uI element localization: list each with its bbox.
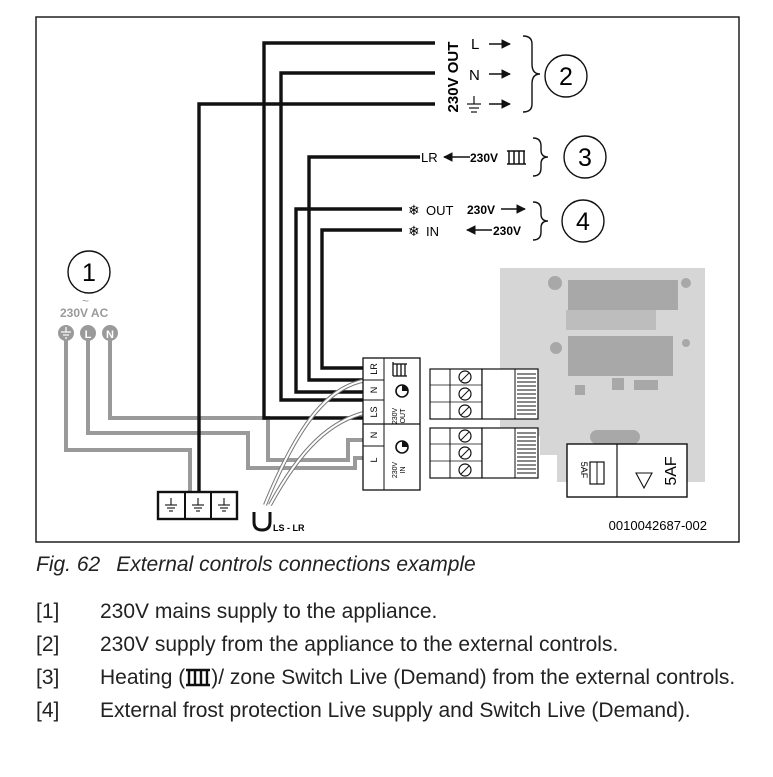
brace-3 xyxy=(532,137,549,177)
legend-item-2: [2] 230V supply from the appliance to th… xyxy=(36,633,619,656)
callout-3: 3 xyxy=(563,135,607,179)
terminal-out-voltage: 230V xyxy=(392,408,399,425)
terminal-in-voltage: 230V xyxy=(392,462,399,479)
figure-title: External controls connections example xyxy=(116,553,476,576)
earth-icon xyxy=(467,96,481,113)
terminal-n-in: N xyxy=(369,432,379,439)
out-l-label: L xyxy=(471,36,479,53)
mains-n-icon: N xyxy=(102,325,118,341)
frost-icon: ❄ xyxy=(408,202,420,218)
legend-item-1: [1] 230V mains supply to the appliance. xyxy=(36,600,438,623)
earth-terminal-block xyxy=(156,490,239,521)
clock-in-icon xyxy=(395,440,409,454)
radiator-icon xyxy=(392,362,407,377)
terminal-strip: LR N LS N L 230V OUT 230V IN xyxy=(362,357,421,491)
svg-text:N: N xyxy=(106,329,114,341)
legend-list: [1] 230V mains supply to the appliance. … xyxy=(36,596,736,728)
terminal-lr: LR xyxy=(369,363,379,375)
figure-code: 0010042687-002 xyxy=(609,518,707,533)
link-wire-label: LS - LR xyxy=(273,523,305,533)
lr-label: LR xyxy=(421,150,438,165)
figure-caption: Fig. 62 External controls connections exa… xyxy=(36,553,476,577)
fuse-triangle-icon xyxy=(635,472,653,490)
mains-label: 230V AC xyxy=(60,306,109,320)
mains-earth-icon xyxy=(58,325,74,341)
terminal-ls: LS xyxy=(369,406,379,417)
frost-in-voltage: 230V xyxy=(493,224,521,238)
pcb-board xyxy=(500,268,705,482)
legend-item-3: [3] Heating ()/ zone Switch Live (Demand… xyxy=(36,666,736,689)
figure-number: Fig. 62 xyxy=(36,553,101,576)
ac-tilde: ~ xyxy=(82,294,89,308)
frost-out-voltage: 230V xyxy=(467,203,495,217)
mains-wires xyxy=(64,340,366,496)
callout-2: 2 xyxy=(544,54,588,98)
fuse-block: 5AF 5AF xyxy=(566,443,688,498)
svg-text:3: 3 xyxy=(578,144,592,172)
lr-voltage: 230V xyxy=(470,151,498,165)
pcb-connectors xyxy=(429,368,539,479)
svg-text:L: L xyxy=(85,329,92,341)
clock-out-icon xyxy=(395,384,409,398)
callout-4: 4 xyxy=(561,199,605,243)
terminal-n-out: N xyxy=(369,387,379,394)
svg-text:1: 1 xyxy=(82,259,96,287)
frost-icon: ❄ xyxy=(408,223,420,239)
arrow-right-icon xyxy=(489,39,511,109)
svg-text:2: 2 xyxy=(559,63,573,91)
radiator-icon xyxy=(186,668,211,687)
terminal-out-label: OUT xyxy=(400,408,407,424)
mains-l-icon: L xyxy=(80,325,96,341)
radiator-icon xyxy=(507,150,526,165)
control-wires xyxy=(197,41,435,496)
svg-text:4: 4 xyxy=(576,208,590,236)
frost-out-label: OUT xyxy=(426,203,454,218)
terminal-l: L xyxy=(369,457,379,462)
diagram-frame xyxy=(35,16,740,543)
terminal-in-label: IN xyxy=(400,467,407,474)
fuse-small-label: 5AF xyxy=(579,462,589,479)
legend-item-4: [4] External frost protection Live suppl… xyxy=(36,699,691,722)
brace-2 xyxy=(522,35,541,113)
frost-in-label: IN xyxy=(426,224,439,239)
brace-4 xyxy=(532,201,549,241)
out-section-label: 230V OUT xyxy=(445,42,462,113)
link-wire-icon xyxy=(252,378,369,532)
out-n-label: N xyxy=(469,67,480,84)
fuse-large-label: 5AF xyxy=(663,456,680,486)
callout-1: 1 xyxy=(67,250,111,294)
wiring-diagram: 5AF 5AF xyxy=(35,16,740,543)
